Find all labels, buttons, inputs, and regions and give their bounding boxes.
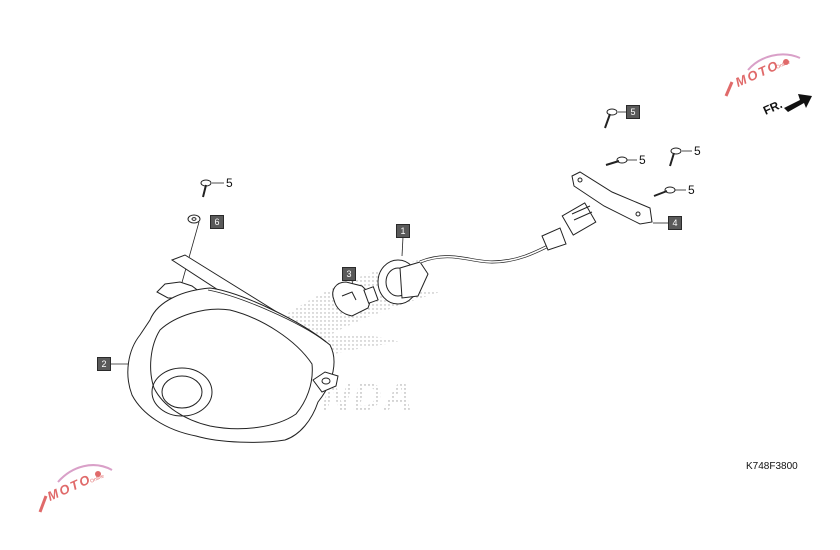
headlight-unit xyxy=(127,254,339,443)
callout-6[interactable]: 6 xyxy=(210,215,224,229)
callout-3[interactable]: 3 xyxy=(342,267,356,281)
front-direction-arrow xyxy=(784,94,812,112)
side-mount-tab xyxy=(312,371,339,393)
logo-bottom-left xyxy=(38,464,113,513)
screw-boxed xyxy=(604,108,618,129)
callout-1[interactable]: 1 xyxy=(396,224,410,238)
screw-a xyxy=(200,179,212,198)
washer xyxy=(187,214,201,224)
callout-5-c[interactable]: 5 xyxy=(694,144,701,158)
screw-d xyxy=(653,186,676,197)
callout-4[interactable]: 4 xyxy=(668,216,682,230)
screws xyxy=(200,108,682,198)
leader-6 xyxy=(180,221,200,287)
leader-lines xyxy=(111,111,692,365)
mounting-bracket xyxy=(571,171,653,225)
leader-1 xyxy=(401,236,404,257)
callout-5-d[interactable]: 5 xyxy=(688,183,695,197)
callout-5-b[interactable]: 5 xyxy=(639,153,646,167)
socket-harness xyxy=(377,202,597,305)
harness-connector xyxy=(561,202,597,236)
headlight-lens xyxy=(151,367,213,417)
headlight-housing xyxy=(127,287,335,443)
screw-c xyxy=(669,147,682,167)
callout-2[interactable]: 2 xyxy=(97,357,111,371)
diagram-code: K748F3800 xyxy=(746,461,798,472)
bulb xyxy=(332,281,379,317)
screw-b xyxy=(605,156,628,166)
callout-5-boxed[interactable]: 5 xyxy=(626,105,640,119)
logo-top-right xyxy=(724,53,801,97)
callout-5-a[interactable]: 5 xyxy=(226,176,233,190)
